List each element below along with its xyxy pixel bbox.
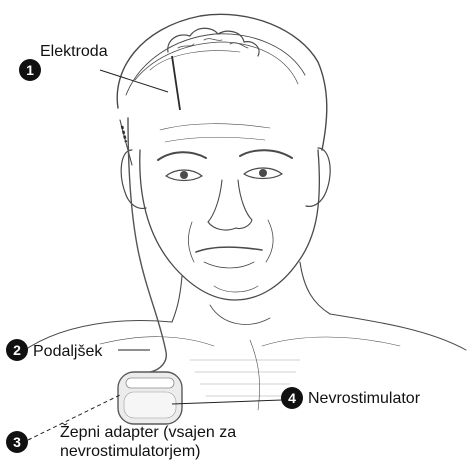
badge-4-number: 4 (288, 390, 296, 406)
leader-elektroda (100, 70, 168, 92)
label-nevrostimulator: Nevrostimulator (308, 390, 421, 407)
badge-3-number: 3 (13, 434, 21, 450)
callout-4: 4 Nevrostimulator (281, 387, 421, 409)
label-zepni-adapter-line1: Žepni adapter (vsajen za (60, 422, 236, 441)
callout-1: 1 Elektroda (19, 43, 108, 81)
label-podaljsek: Podaljšek (33, 343, 103, 360)
head-sketch (117, 14, 330, 300)
badge-1-number: 1 (26, 62, 34, 78)
callout-3: 3 Žepni adapter (vsajen za nevrostimulat… (6, 422, 236, 460)
neurostimulator-device (118, 372, 182, 424)
body-sketch (14, 118, 466, 410)
badge-2-number: 2 (13, 342, 21, 358)
leader-nevrostimulator (172, 400, 282, 404)
label-zepni-adapter-line2: nevrostimulatorjem) (60, 443, 200, 460)
callout-2: 2 Podaljšek (6, 339, 103, 361)
label-elektroda: Elektroda (40, 43, 108, 60)
